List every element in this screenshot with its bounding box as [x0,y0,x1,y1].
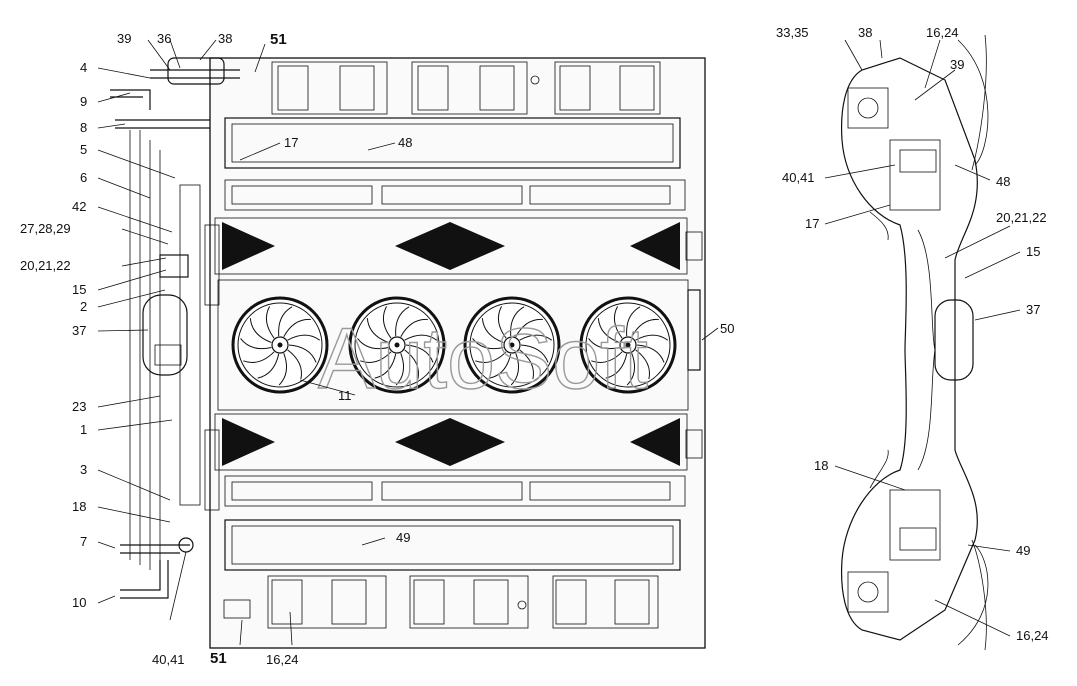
label-1: 1 [80,422,87,437]
label-37: 37 [72,323,86,338]
condenser-band-top [214,217,688,275]
filters-bottom [224,475,686,507]
side-label-33-35: 33,35 [776,25,809,40]
label-51-top: 51 [270,31,287,48]
top-blowers [271,61,661,115]
label-38: 38 [218,31,232,46]
label-40-41-bottom: 40,41 [152,652,185,667]
label-10: 10 [72,595,86,610]
fan-2 [348,296,446,394]
side-label-39: 39 [950,57,964,72]
label-18: 18 [72,499,86,514]
side-label-16-24-top: 16,24 [926,25,959,40]
condenser-band-bottom [214,413,688,471]
label-23: 23 [72,399,86,414]
side-label-38: 38 [858,25,872,40]
label-7: 7 [80,534,87,549]
label-6: 6 [80,170,87,185]
label-9: 9 [80,94,87,109]
left-piping [110,57,240,599]
callout-labels: 4 9 8 5 6 42 27,28,29 20,21,22 15 2 37 2… [20,25,1049,667]
fan-3 [463,296,561,394]
side-label-40-41: 40,41 [782,170,815,185]
leader-lines [97,39,1021,646]
label-2: 2 [80,299,87,314]
label-4: 4 [80,60,87,75]
label-15: 15 [72,282,86,297]
connector-50 [687,289,701,371]
condenser-fans [231,296,677,394]
filters-top [224,179,686,211]
side-dryer-37 [934,299,974,381]
label-11: 11 [338,388,352,403]
label-8: 8 [80,120,87,135]
side-label-48: 48 [996,174,1010,189]
watermark: AutoSoft [318,311,648,407]
label-20-21-22: 20,21,22 [20,258,71,273]
label-17: 17 [284,135,298,150]
label-36: 36 [157,31,171,46]
side-label-15: 15 [1026,244,1040,259]
side-housing [840,57,978,641]
valve-15 [159,254,189,278]
label-49: 49 [396,530,410,545]
side-label-18: 18 [814,458,828,473]
evaporator-49 [224,519,681,571]
label-48: 48 [398,135,412,150]
evaporator-48 [224,117,681,169]
bottom-blowers [223,575,659,629]
label-16-24-bottom: 16,24 [266,652,299,667]
label-39: 39 [117,31,131,46]
fan-1 [231,296,329,394]
receiver-38 [167,57,225,85]
side-label-20-21-22: 20,21,22 [996,210,1047,225]
fan-4 [579,296,677,394]
label-51-bottom: 51 [210,650,227,667]
dryer-37 [142,294,188,376]
side-label-49: 49 [1016,543,1030,558]
side-label-37: 37 [1026,302,1040,317]
side-label-16-24-bottom: 16,24 [1016,628,1049,643]
side-label-17: 17 [805,216,819,231]
label-42: 42 [72,199,86,214]
label-27-28-29: 27,28,29 [20,221,71,236]
side-view [840,34,989,651]
label-50: 50 [720,321,734,336]
label-3: 3 [80,462,87,477]
label-5: 5 [80,142,87,157]
